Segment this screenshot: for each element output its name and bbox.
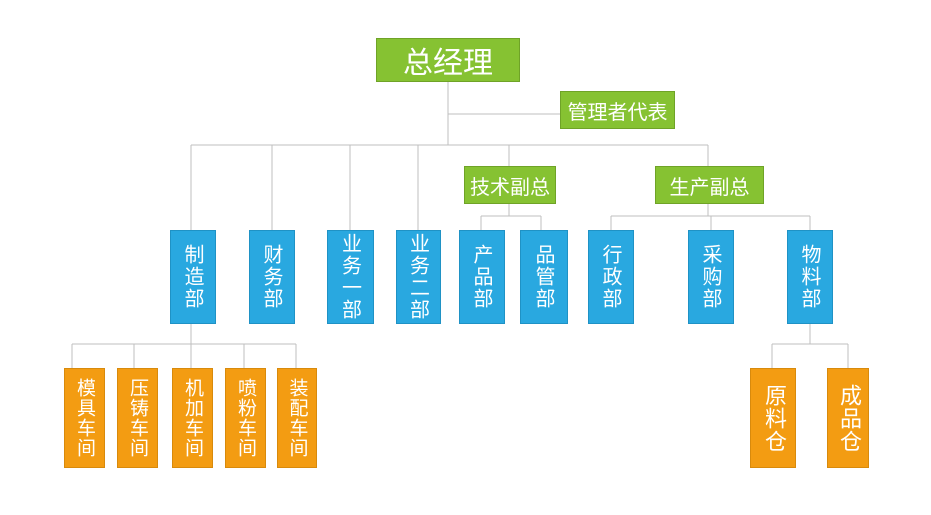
node-purchasing-dept: 采购部	[688, 230, 734, 324]
node-label: 行政部	[599, 244, 623, 310]
node-general-manager: 总经理	[376, 38, 520, 82]
node-label: 财务部	[260, 244, 284, 310]
node-mold-workshop: 模具车间	[64, 368, 105, 468]
node-label: 管理者代表	[567, 99, 668, 124]
node-label: 喷粉车间	[235, 378, 257, 458]
node-machining-workshop: 机加车间	[172, 368, 213, 468]
node-label: 制造部	[181, 244, 205, 310]
node-label: 技术副总	[470, 174, 550, 199]
node-production-vp: 生产副总	[655, 166, 764, 204]
node-sales-dept-2: 业务二部	[396, 230, 441, 324]
node-label: 原料仓	[761, 383, 786, 453]
node-label: 品管部	[532, 244, 556, 310]
node-label: 业务二部	[406, 233, 431, 321]
node-raw-material-warehouse: 原料仓	[750, 368, 796, 468]
node-label: 压铸车间	[127, 378, 149, 458]
node-die-casting-workshop: 压铸车间	[117, 368, 158, 468]
node-label: 装配车间	[286, 378, 309, 458]
node-management-representative: 管理者代表	[560, 91, 675, 129]
node-label: 机加车间	[182, 378, 204, 458]
node-finished-goods-warehouse: 成品仓	[827, 368, 869, 468]
node-materials-dept: 物料部	[787, 230, 833, 324]
node-sales-dept-1: 业务一部	[327, 230, 374, 324]
node-technical-vp: 技术副总	[464, 166, 556, 204]
node-product-dept: 产品部	[459, 230, 505, 324]
node-manufacturing-dept: 制造部	[170, 230, 216, 324]
node-admin-dept: 行政部	[588, 230, 634, 324]
node-powder-coating-workshop: 喷粉车间	[225, 368, 266, 468]
node-label: 总经理	[403, 46, 493, 81]
node-label: 生产副总	[669, 174, 750, 199]
node-label: 业务一部	[338, 233, 363, 321]
node-quality-dept: 品管部	[520, 230, 568, 324]
node-label: 产品部	[470, 244, 494, 310]
node-assembly-workshop: 装配车间	[277, 368, 317, 468]
node-label: 物料部	[798, 244, 822, 310]
node-finance-dept: 财务部	[249, 230, 295, 324]
node-label: 模具车间	[74, 378, 96, 458]
node-label: 采购部	[699, 244, 723, 310]
node-label: 成品仓	[836, 383, 861, 453]
